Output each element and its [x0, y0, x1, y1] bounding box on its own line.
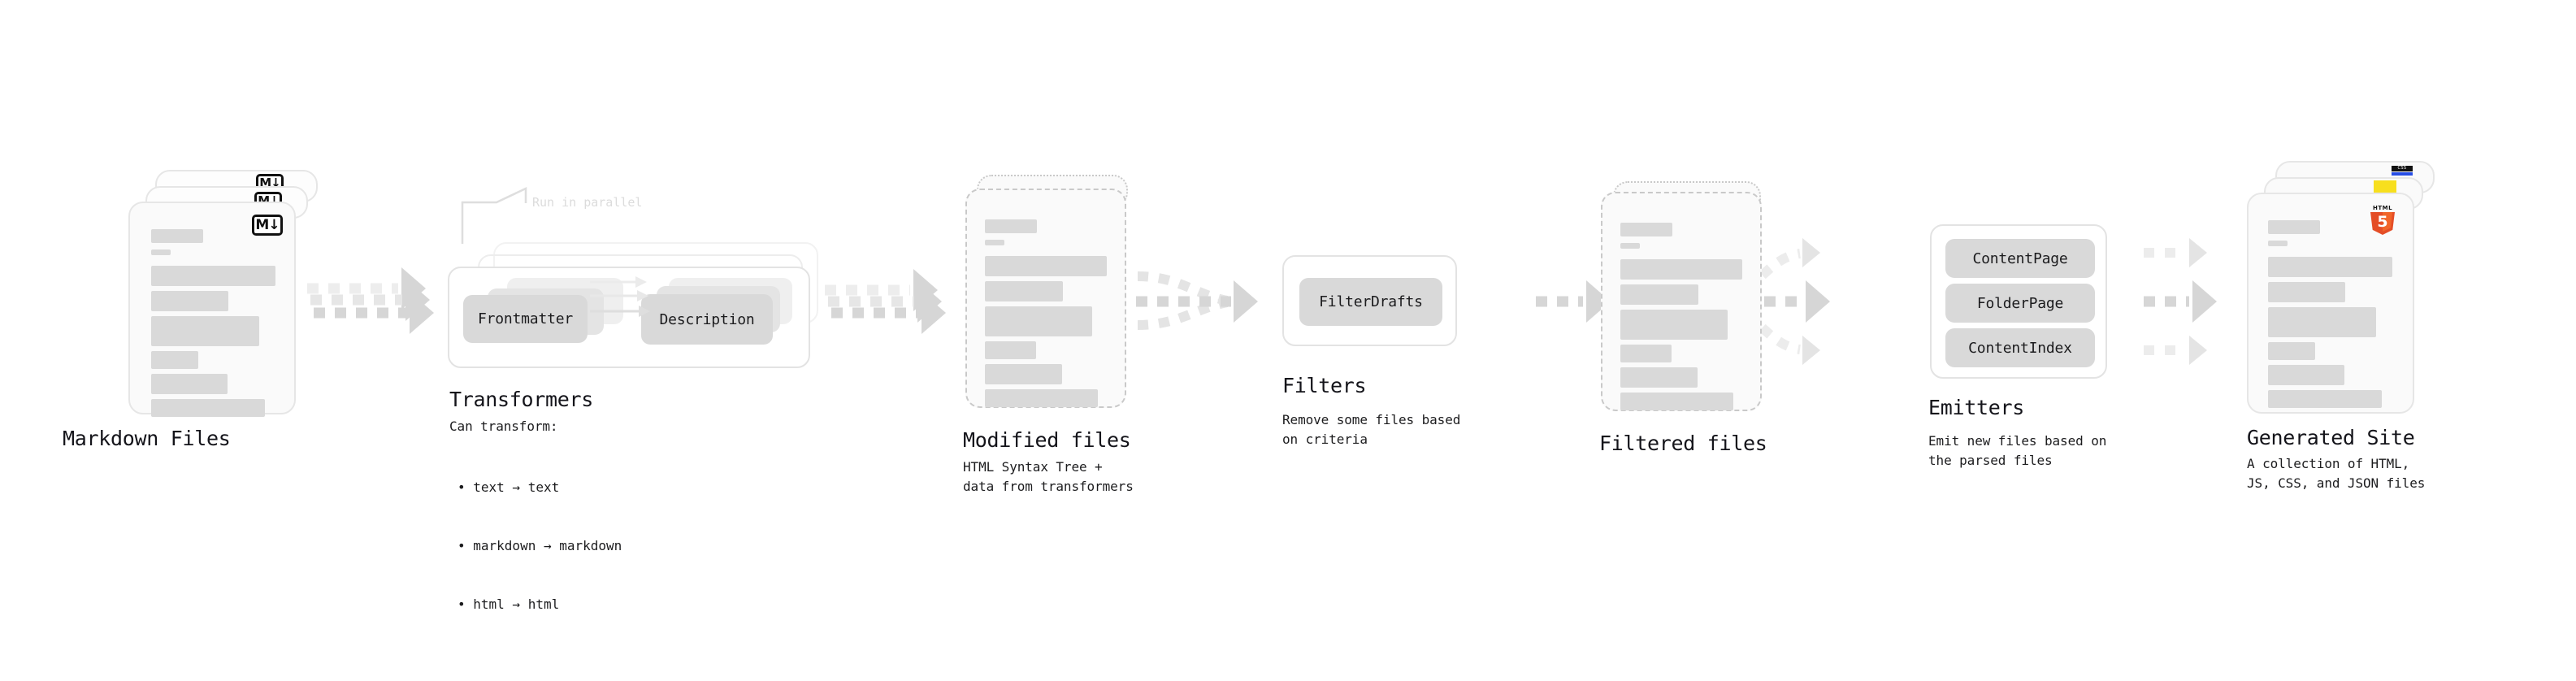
modified-files-title: Modified files: [963, 428, 1131, 452]
html5-shield-inner: [2383, 212, 2392, 232]
run-in-parallel-label: Run in parallel: [532, 195, 643, 210]
generated-site-title: Generated Site: [2247, 426, 2415, 449]
css3-badge-label: CSS: [2392, 166, 2413, 171]
filters-title: Filters: [1282, 374, 1367, 397]
site-card-html: HTML 5: [2247, 193, 2414, 414]
filtered-placeholder-lines: [1620, 223, 1742, 417]
transform-bullet-html: • html → html: [458, 596, 560, 612]
markdown-card-front: M↓: [128, 202, 296, 417]
emitter-chip-folderpage[interactable]: FolderPage: [1945, 284, 2095, 323]
site-placeholder-lines: [2268, 220, 2392, 414]
emitter-chip-contentindex[interactable]: ContentIndex: [1945, 328, 2095, 367]
arrow-markdown-to-transformers: [307, 267, 434, 334]
css3-badge-bar: [2392, 172, 2413, 176]
filter-chip-filterdrafts[interactable]: FilterDrafts: [1299, 278, 1442, 326]
html5-badge: HTML 5: [2370, 205, 2395, 235]
arrow-emitters-to-site: [2144, 238, 2217, 365]
filtered-files-title: Filtered files: [1599, 432, 1767, 455]
transformers-bullets: • text → text • markdown → markdown • ht…: [458, 439, 622, 653]
filters-subtitle: Remove some files based on criteria: [1282, 412, 1461, 447]
html5-badge-caption: HTML: [2372, 205, 2393, 211]
html5-badge-digit: 5: [2377, 213, 2388, 231]
modified-files-subtitle: HTML Syntax Tree + data from transformer…: [963, 459, 1134, 494]
transformer-inner-arrows: [590, 276, 650, 317]
emitters-subtitle: Emit new files based on the parsed files: [1928, 433, 2107, 468]
markdown-files-title: Markdown Files: [63, 427, 231, 450]
filtered-card-front: [1601, 192, 1762, 411]
transformers-subtitle: Can transform:: [449, 419, 558, 434]
generated-site-subtitle: A collection of HTML, JS, CSS, and JSON …: [2247, 456, 2426, 491]
filters-box: FilterDrafts: [1282, 255, 1457, 346]
modified-card-front: [965, 189, 1126, 408]
modified-placeholder-lines: [985, 219, 1107, 414]
transformers-title: Transformers: [449, 388, 594, 411]
transformer-chip-description[interactable]: Description: [641, 294, 773, 345]
parallel-bracket: [461, 187, 527, 244]
javascript-badge: [2374, 180, 2396, 193]
arrow-filters-to-filtered: [1536, 280, 1611, 323]
css3-badge: CSS: [2392, 166, 2413, 176]
transformer-chip-frontmatter[interactable]: Frontmatter: [463, 295, 588, 343]
emitter-chip-contentpage[interactable]: ContentPage: [1945, 239, 2095, 278]
transform-bullet-markdown: • markdown → markdown: [458, 538, 622, 553]
emitters-title: Emitters: [1928, 396, 2025, 419]
arrow-transformers-to-modified: [825, 269, 946, 334]
markdown-badge: M↓: [252, 215, 283, 236]
markdown-placeholder-lines: [151, 229, 275, 423]
emitters-box: ContentPage FolderPage ContentIndex: [1930, 224, 2107, 379]
arrow-modified-to-filters: [1136, 271, 1258, 330]
transform-bullet-text: • text → text: [458, 479, 560, 495]
